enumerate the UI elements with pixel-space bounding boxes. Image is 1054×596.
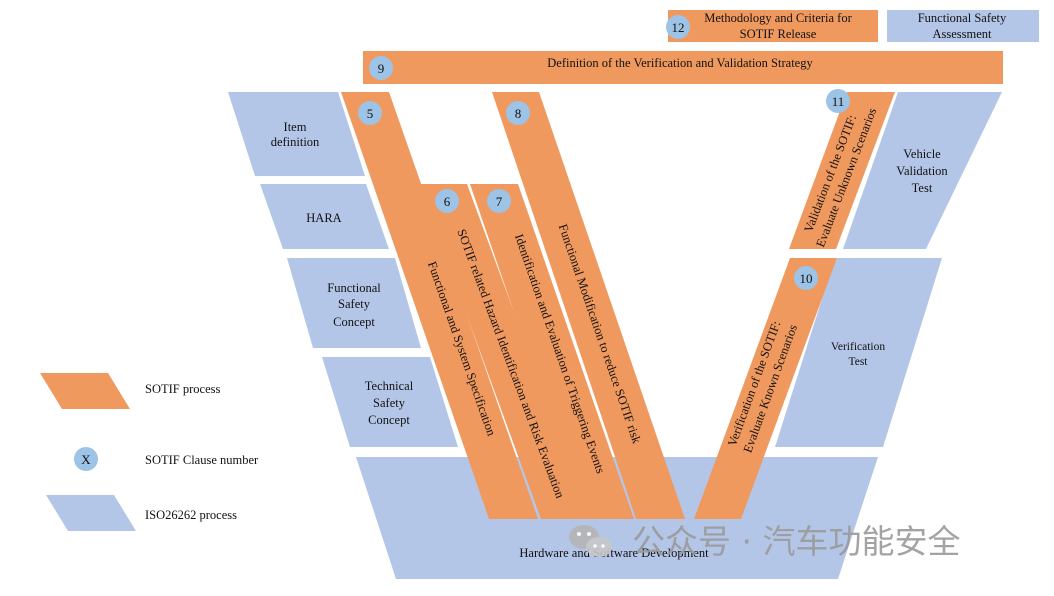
fsa-label-line1: Functional Safety bbox=[918, 11, 1007, 25]
watermark: 公众号 · 汽车功能安全 bbox=[569, 522, 960, 561]
fsc-line2: Safety bbox=[338, 297, 371, 311]
svg-text:7: 7 bbox=[496, 194, 503, 209]
legend-clause-label: SOTIF Clause number bbox=[145, 453, 259, 467]
sotif-band-10 bbox=[694, 258, 837, 519]
item-definition-line1: Item bbox=[284, 120, 307, 134]
methodology-label-line2: SOTIF Release bbox=[740, 27, 817, 41]
svg-text:9: 9 bbox=[378, 61, 385, 76]
methodology-box: Methodology and Criteria for SOTIF Relea… bbox=[668, 10, 878, 42]
fsa-label-line2: Assessment bbox=[932, 27, 992, 41]
clause-badge-10: 10 bbox=[794, 266, 818, 290]
functional-safety-concept-shape bbox=[287, 258, 421, 348]
hardware-software-label: Hardware and Software Development bbox=[519, 546, 709, 560]
clause-badge-8: 8 bbox=[506, 101, 530, 125]
verification-test-line2: Test bbox=[849, 356, 869, 368]
verification-test-shape bbox=[775, 258, 942, 447]
wechat-icon bbox=[569, 525, 612, 557]
legend-clause-symbol: X bbox=[81, 452, 91, 467]
methodology-label-line1: Methodology and Criteria for bbox=[704, 11, 852, 25]
hara-label: HARA bbox=[306, 211, 341, 225]
tsc-line3: Concept bbox=[368, 413, 410, 427]
functional-safety-assessment-box: Functional Safety Assessment bbox=[887, 10, 1039, 42]
vehicle-validation-line1: Vehicle bbox=[903, 147, 941, 161]
sotif-band-6 bbox=[419, 184, 590, 519]
verification-test-line1: Verification bbox=[831, 341, 886, 353]
strategy-label: Definition of the Verification and Valid… bbox=[547, 56, 813, 70]
clause-badge-7: 7 bbox=[487, 189, 511, 213]
clause-badge-11: 11 bbox=[826, 89, 850, 113]
svg-text:10: 10 bbox=[800, 271, 813, 286]
svg-text:6: 6 bbox=[444, 194, 451, 209]
legend-clause-badge bbox=[74, 447, 98, 471]
strategy-bar: Definition of the Verification and Valid… bbox=[363, 51, 1003, 84]
clause-badge-6: 6 bbox=[435, 189, 459, 213]
clause-badge-5: 5 bbox=[358, 101, 382, 125]
hara-shape bbox=[260, 184, 389, 249]
tsc-line2: Safety bbox=[373, 396, 406, 410]
legend-sotif-label: SOTIF process bbox=[145, 382, 220, 396]
clause-badge-12: 12 bbox=[666, 15, 690, 39]
svg-text:5: 5 bbox=[367, 106, 374, 121]
svg-text:12: 12 bbox=[672, 20, 685, 35]
sotif-band-11 bbox=[789, 92, 895, 249]
item-definition-shape bbox=[228, 92, 365, 176]
svg-text:11: 11 bbox=[832, 94, 845, 109]
legend-iso-swatch bbox=[46, 495, 136, 531]
fsc-line1: Functional bbox=[327, 281, 381, 295]
sotif-band-5 bbox=[341, 92, 538, 519]
fsc-line3: Concept bbox=[333, 315, 375, 329]
clause-badge-9: 9 bbox=[369, 56, 393, 80]
sotif-band-7 bbox=[470, 184, 634, 519]
vehicle-validation-shape bbox=[843, 92, 1002, 249]
legend: SOTIF process X SOTIF Clause number ISO2… bbox=[40, 373, 259, 531]
item-definition-line2: definition bbox=[271, 135, 320, 149]
sotif-band-8 bbox=[492, 92, 685, 519]
tsc-line1: Technical bbox=[365, 379, 414, 393]
vehicle-validation-line3: Test bbox=[912, 181, 933, 195]
technical-safety-concept-shape bbox=[322, 357, 458, 447]
legend-sotif-swatch bbox=[40, 373, 130, 409]
watermark-text: 公众号 · 汽车功能安全 bbox=[632, 522, 960, 561]
vehicle-validation-line2: Validation bbox=[896, 164, 948, 178]
svg-text:8: 8 bbox=[515, 106, 522, 121]
legend-iso-label: ISO26262 process bbox=[145, 508, 237, 522]
